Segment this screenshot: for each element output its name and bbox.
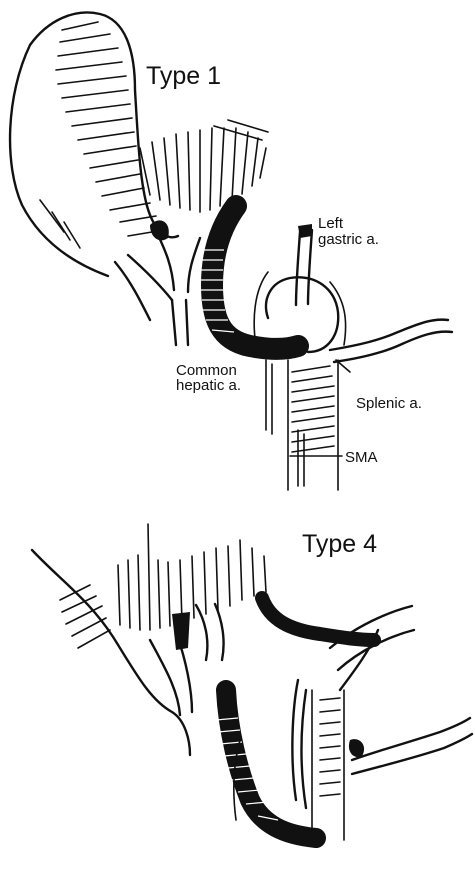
type4-aorta-hatching: [312, 690, 344, 840]
type1-aorta-hatching: [266, 360, 338, 490]
sma-label: SMA: [345, 450, 378, 465]
type1-illustration: [10, 12, 452, 490]
type1-splenic-artery: [330, 320, 452, 362]
type4-left-hepatic-artery: [262, 598, 374, 640]
type1-left-gastric-artery: [296, 230, 312, 305]
type1-title: Type 1: [146, 64, 221, 89]
type1-gallbladder-neck: [150, 220, 169, 240]
common-hepatic-label-line2: hepatic a.: [176, 378, 241, 393]
type4-title: Type 4: [302, 532, 377, 557]
type4-liver-outline: [32, 550, 190, 755]
splenic-label: Splenic a.: [356, 396, 422, 411]
type1-stomach-outline: [254, 272, 345, 346]
type4-illustration: [32, 524, 472, 840]
left-gastric-label-line2: gastric a.: [318, 232, 379, 247]
type4-celiac-node: [349, 739, 364, 757]
left-gastric-label-line1: Left: [318, 216, 343, 231]
common-hepatic-label-line1: Common: [176, 363, 237, 378]
type4-liver-hatching: [60, 524, 266, 648]
type1-left-gastric-tip: [298, 224, 312, 238]
type1-liver-upper-hatching: [140, 120, 268, 212]
type1-duct-left-branch: [115, 255, 172, 320]
type4-duct-left: [172, 612, 190, 650]
